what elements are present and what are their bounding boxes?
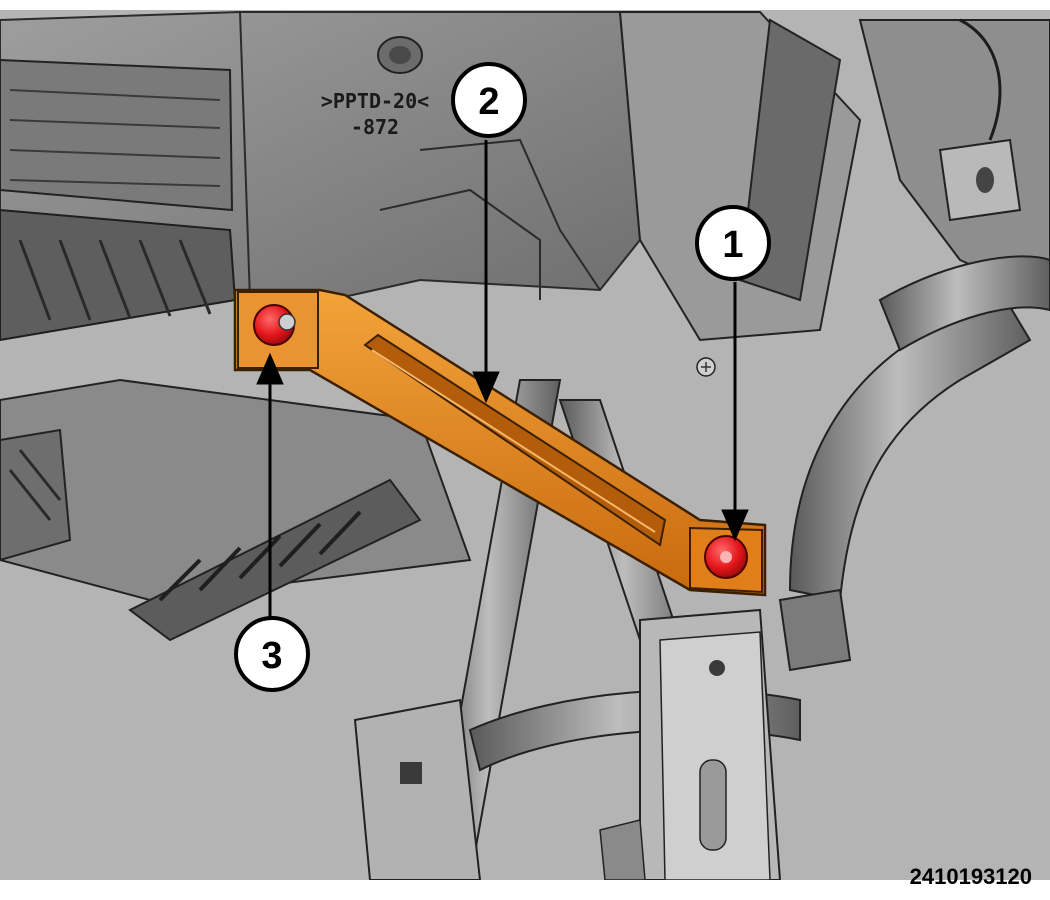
part-marking: >PPTD-20< -872 <box>321 89 429 139</box>
leader-lines <box>256 140 749 618</box>
air-duct-assembly <box>618 11 1050 342</box>
callout-3-number: 3 <box>261 635 282 677</box>
callout-1: 1 <box>695 205 771 281</box>
figure-id: 2410193120 <box>909 864 1032 889</box>
curved-tube <box>778 255 1050 672</box>
bottom-margin <box>0 880 1050 900</box>
small-screw <box>696 357 716 377</box>
callout-3: 3 <box>234 616 310 692</box>
right-fastener-nut <box>704 535 748 579</box>
floor-vent-grille <box>0 378 472 642</box>
left-fastener-nut <box>253 304 296 346</box>
part-marking-line2: -872 <box>351 115 399 139</box>
callout-1-number: 1 <box>722 224 743 266</box>
arrow-head-1 <box>721 509 749 542</box>
callout-2: 2 <box>451 62 527 138</box>
part-marking-line1: >PPTD-20< <box>321 89 429 113</box>
arrow-head-2 <box>472 371 500 404</box>
arrow-head-3 <box>256 352 284 385</box>
callout-2-number: 2 <box>478 81 499 123</box>
